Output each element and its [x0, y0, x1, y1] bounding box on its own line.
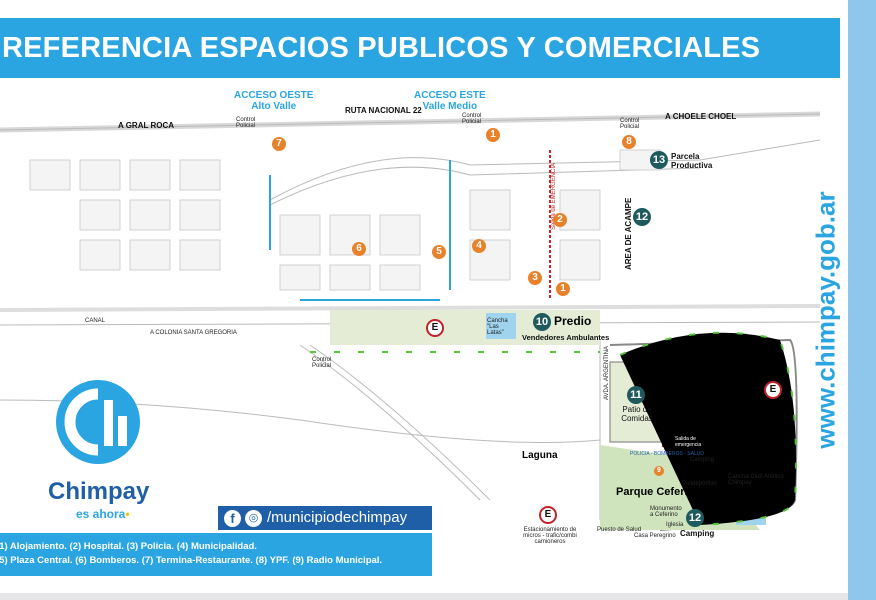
- poi-8[interactable]: 8: [622, 135, 636, 149]
- patio-label: Patio de Comidas: [621, 405, 653, 423]
- control-south: Control Policial: [312, 357, 332, 369]
- avda-argentina: AVDA. ARGENTINA: [604, 346, 610, 400]
- canal-label: CANAL: [85, 318, 106, 324]
- control-west: Control Policial: [236, 117, 256, 129]
- bottom-band: [0, 593, 848, 600]
- acampe-num: 12: [633, 208, 651, 226]
- legend: (1) Alojamiento. (2) Hospital. (3) Polic…: [0, 533, 432, 576]
- chimpay-logo: [56, 380, 140, 464]
- poi-4[interactable]: 4: [472, 239, 486, 253]
- facebook-icon[interactable]: f: [224, 509, 241, 527]
- control-east: Control Policial: [462, 113, 482, 125]
- poi-1[interactable]: 1: [486, 128, 500, 142]
- page-title: REFERENCIA ESPACIOS PUBLICOS Y COMERCIAL…: [0, 18, 842, 78]
- predio-title: Predio: [554, 314, 592, 328]
- right-gap: [840, 0, 848, 600]
- monumento: Monumento a Ceferino: [650, 506, 682, 518]
- to-choele-choel: A CHOELE CHOEL: [665, 112, 737, 121]
- parking-icon: E: [426, 319, 444, 337]
- legend-line-2: (5) Plaza Central. (6) Bomberos. (7) Ter…: [0, 555, 383, 566]
- brand-name: Chimpay: [48, 478, 150, 505]
- camping-num: 12: [686, 509, 704, 527]
- poi-9[interactable]: 9: [654, 466, 664, 476]
- social-bar[interactable]: f◎ /municipiodechimpay: [218, 506, 432, 530]
- poi-1b[interactable]: 1: [556, 282, 570, 296]
- policia-label: POLICIA - BOMBEROS - SALUD: [630, 451, 704, 457]
- camping-tag: Camping: [690, 457, 715, 463]
- parcela-label: Parcela Productiva: [671, 152, 713, 170]
- poi-2[interactable]: 2: [553, 213, 567, 227]
- camping-label: Camping: [680, 529, 715, 538]
- area-acampe: AREA DE ACAMPE: [624, 197, 633, 270]
- to-gral-roca: A GRAL ROCA: [118, 121, 174, 130]
- poi-5[interactable]: 5: [432, 245, 446, 259]
- salida-emergencia: Salida de emergencia: [675, 436, 702, 448]
- puesto-salud: Puesto de Salud: [597, 527, 642, 533]
- poi-3[interactable]: 3: [528, 271, 542, 285]
- colonia-label: A COLONIA SANTA GREGORIA: [150, 330, 237, 336]
- estacionamiento-label: Estacionamiento de micros - trafic/combi…: [523, 527, 577, 545]
- predio-num: 10: [533, 313, 551, 331]
- route-label: RUTA NACIONAL 22: [345, 106, 422, 115]
- predio-sub: Vendedores Ambulantes: [522, 333, 610, 342]
- parque-label: Parque Ceferiniano: [616, 486, 717, 498]
- poi-6[interactable]: 6: [352, 242, 366, 256]
- map-streets: [0, 111, 820, 531]
- cancha-latas: Cancha "Las Latas": [487, 318, 508, 336]
- iglesia: Iglesia: [666, 522, 684, 528]
- parking-icon: E: [764, 381, 782, 399]
- parking-icon: E: [539, 506, 557, 524]
- legend-line-1: (1) Alojamiento. (2) Hospital. (3) Polic…: [0, 541, 257, 552]
- instagram-icon[interactable]: ◎: [245, 509, 262, 527]
- right-strip: [848, 0, 876, 600]
- laguna-label: Laguna: [522, 450, 558, 461]
- cancha-club: Cancha Club Atlético Chimpay: [728, 474, 784, 486]
- control-choele: Control Policial: [620, 118, 640, 130]
- patio-num: 11: [627, 386, 645, 404]
- parcela-num: 13: [650, 151, 668, 169]
- casa-peregrino: Casa Peregrino: [634, 533, 676, 539]
- social-handle[interactable]: /municipiodechimpay: [267, 509, 408, 526]
- poi-7[interactable]: 7: [272, 137, 286, 151]
- polideportivo: Polideportivo: [682, 481, 717, 487]
- brand-tagline: es ahora•: [76, 507, 130, 521]
